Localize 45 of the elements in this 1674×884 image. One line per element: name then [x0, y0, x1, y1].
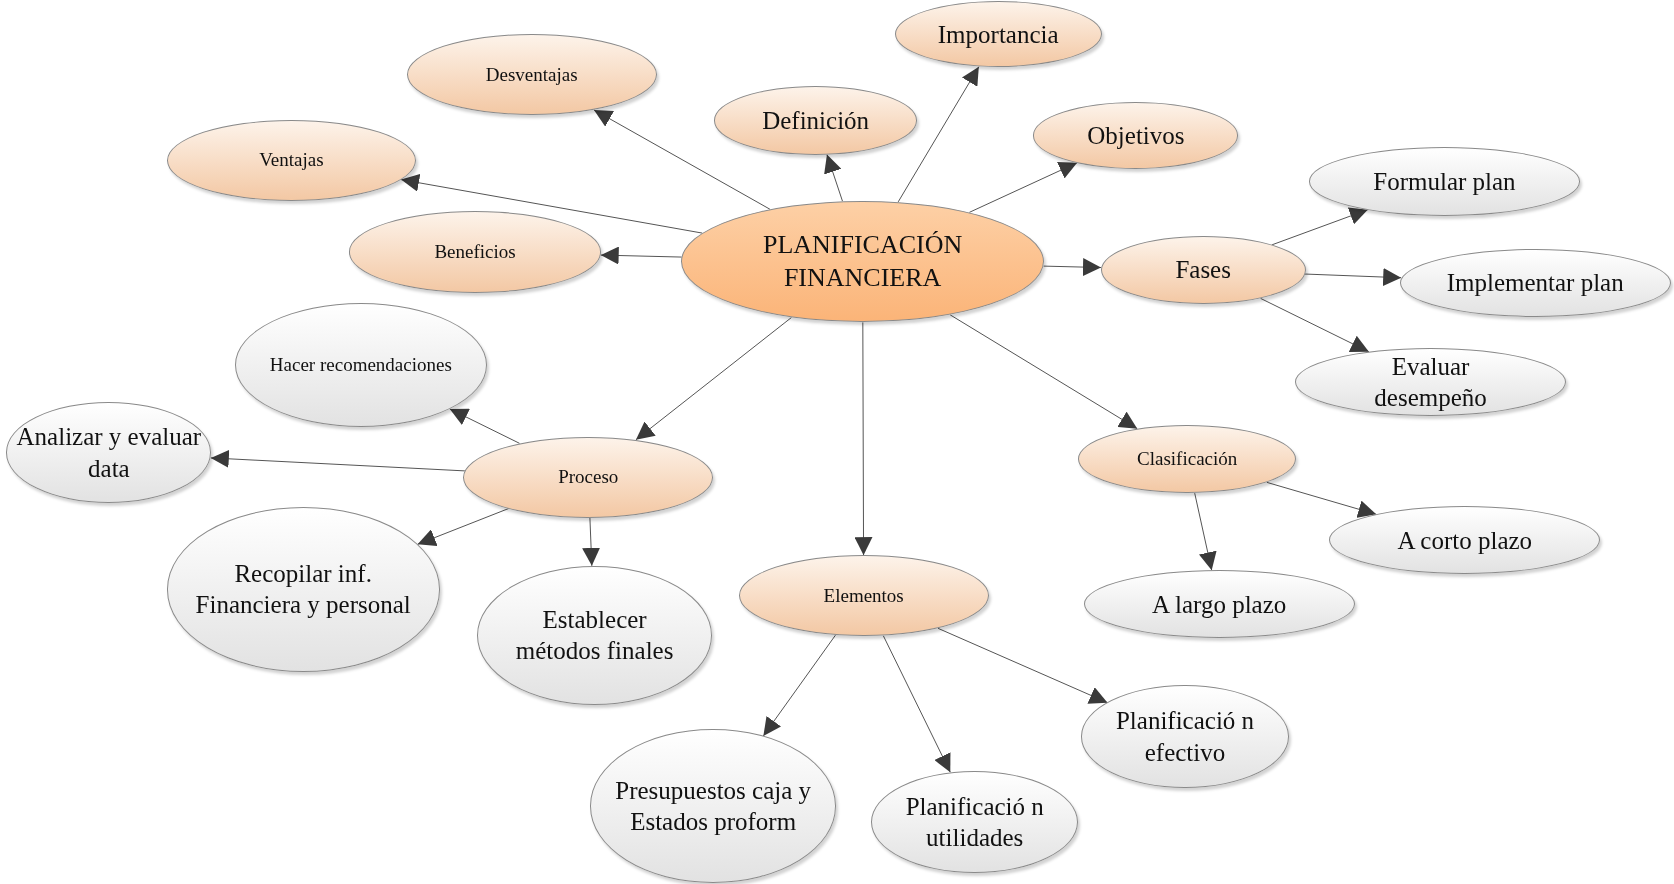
- node-label: Proceso: [557, 465, 620, 490]
- arrow: [417, 508, 510, 547]
- arrow: [1304, 268, 1402, 287]
- arrow: [968, 162, 1078, 213]
- arrow: [1194, 492, 1217, 571]
- node-label: Desventajas: [484, 62, 579, 87]
- arrow: [582, 517, 601, 567]
- node-label: Recopilar inf. Financiera y personal: [194, 559, 412, 621]
- arrow: [949, 314, 1138, 430]
- arrow: [882, 635, 951, 773]
- node-label: Presupuestos caja y Estados proform: [614, 775, 813, 838]
- node-label: Hacer recomendaciones: [268, 353, 453, 377]
- arrow: [1266, 481, 1377, 518]
- node-label: Clasificación: [1136, 447, 1239, 471]
- node-label: A corto plazo: [1396, 525, 1534, 556]
- node-label: Planificació n efectivo: [1114, 706, 1256, 768]
- node-label: Formular plan: [1372, 166, 1517, 197]
- node-label: Ventajas: [258, 148, 325, 172]
- node-label: Establecer métodos finales: [514, 604, 675, 667]
- arrow: [897, 66, 980, 203]
- node-label: Planificació n utilidades: [904, 791, 1045, 854]
- arrow: [600, 246, 683, 265]
- arrow: [824, 154, 843, 202]
- arrow: [210, 449, 466, 472]
- arrow: [635, 317, 792, 441]
- node-label: Objetivos: [1086, 120, 1186, 151]
- node-label: A largo plazo: [1151, 589, 1288, 620]
- node-label: Implementar plan: [1445, 268, 1625, 299]
- arrow: [593, 109, 771, 210]
- node-label: Fases: [1174, 255, 1232, 286]
- arrow: [1271, 207, 1369, 246]
- arrow: [854, 321, 873, 556]
- node-label: Evaluar desempeño: [1373, 351, 1488, 414]
- node-label: Elementos: [822, 583, 905, 608]
- arrow: [937, 627, 1109, 704]
- node-label: Definición: [761, 106, 871, 136]
- node-label: Importancia: [936, 19, 1060, 50]
- arrow: [1260, 297, 1370, 353]
- arrow: [449, 408, 521, 444]
- arrow: [400, 173, 703, 234]
- arrow: [1043, 258, 1102, 277]
- node-label: Analizar y evaluar data: [15, 422, 203, 484]
- arrow: [762, 634, 836, 737]
- node-label: Beneficios: [433, 240, 517, 264]
- node-label: PLANIFICACIÓN FINANCIERA: [761, 229, 964, 294]
